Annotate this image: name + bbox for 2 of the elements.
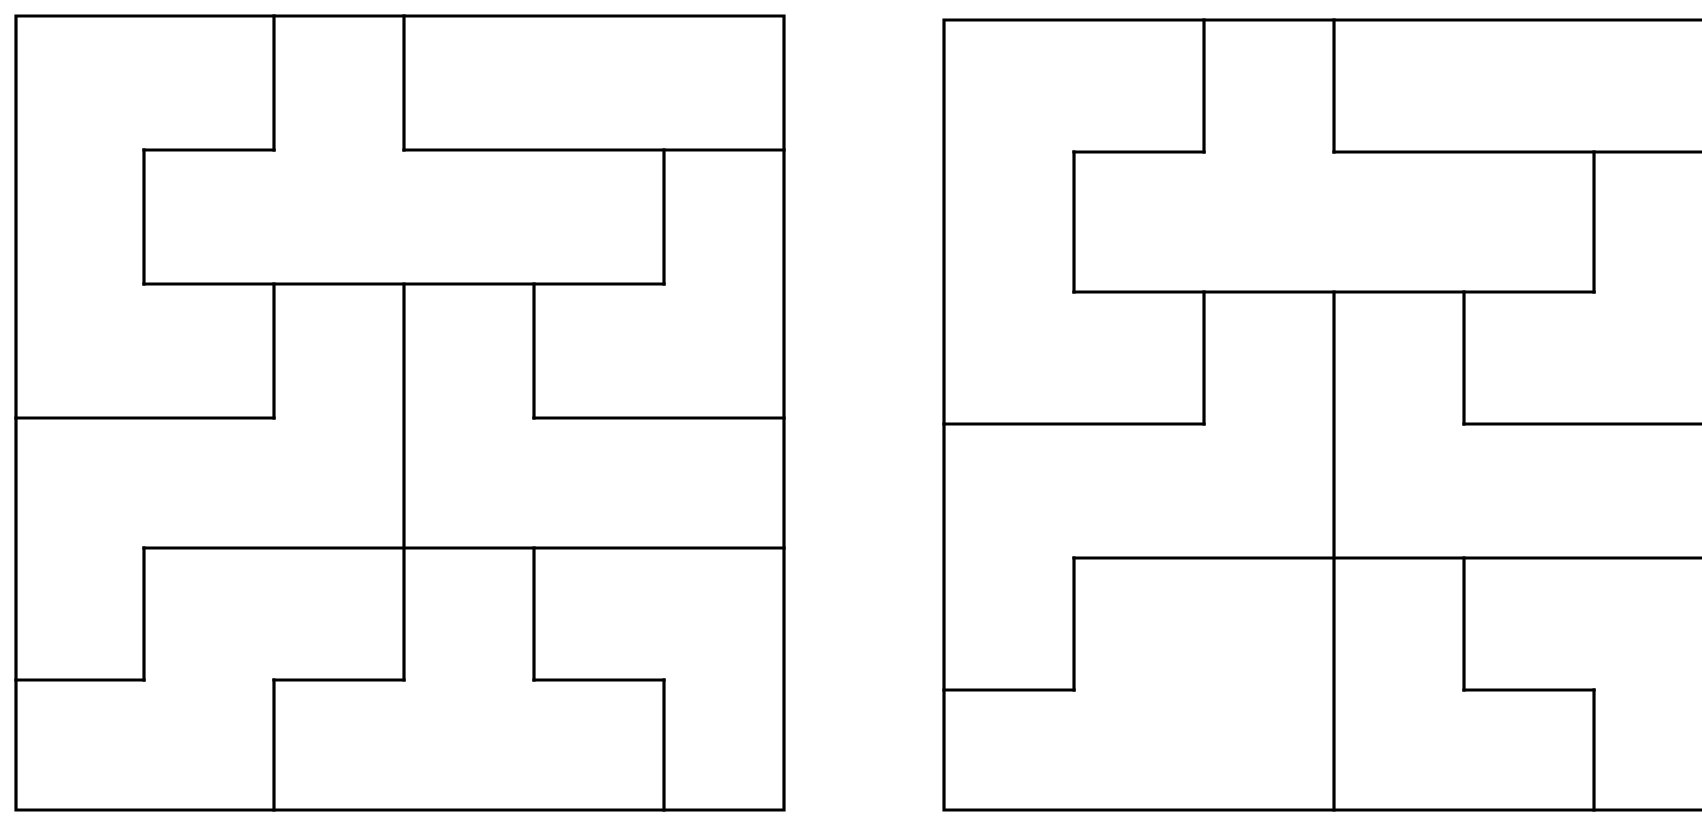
tiling-grid-drawing: [14, 14, 786, 812]
tiling-grid-drawing: [942, 18, 1702, 812]
